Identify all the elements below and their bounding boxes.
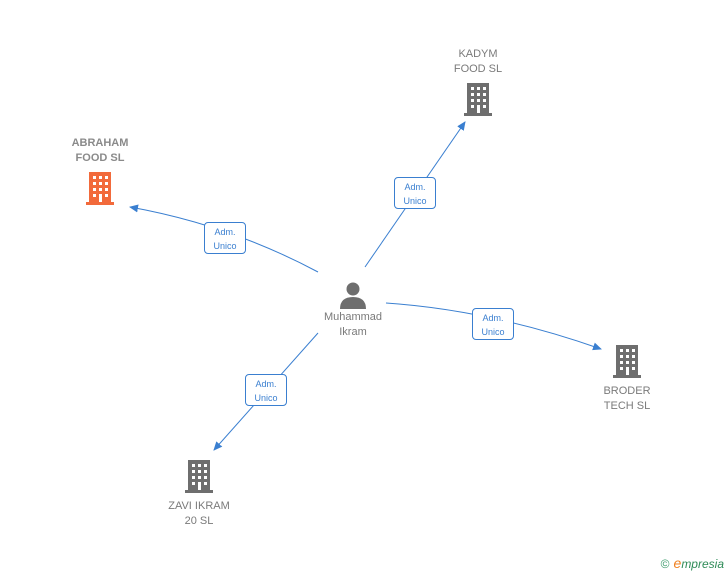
building-icon (185, 460, 213, 493)
relation-badge-zavi[interactable]: Adm. Unico (245, 374, 287, 406)
company-node-broder[interactable]: BRODER TECH SL (586, 343, 668, 414)
company-node-zavi[interactable]: ZAVI IKRAM 20 SL (154, 458, 244, 529)
building-icon (464, 83, 492, 116)
relation-badge-abraham[interactable]: Adm. Unico (204, 222, 246, 254)
building-icon (613, 345, 641, 378)
company-node-kadym[interactable]: KADYM FOOD SL (437, 47, 519, 117)
person-node-muhammad-ikram[interactable]: Muhammad Ikram (305, 280, 401, 340)
company-name: KADYM FOOD SL (453, 48, 503, 75)
relation-badge-broder[interactable]: Adm. Unico (472, 308, 514, 340)
relation-badge-kadym[interactable]: Adm. Unico (394, 177, 436, 209)
empresia-logo-initial: e (673, 555, 682, 571)
company-node-abraham[interactable]: ABRAHAM FOOD SL (55, 136, 145, 206)
copyright-icon: © (660, 557, 670, 571)
empresia-logo-text: mpresia (681, 557, 724, 571)
empresia-credit[interactable]: ©empresia (661, 555, 724, 571)
person-name: Muhammad Ikram (323, 311, 383, 338)
person-icon (340, 282, 366, 309)
company-name: BRODER TECH SL (603, 385, 651, 412)
company-name: ABRAHAM FOOD SL (71, 137, 129, 164)
building-icon (86, 172, 114, 205)
company-name: ZAVI IKRAM 20 SL (168, 500, 230, 527)
